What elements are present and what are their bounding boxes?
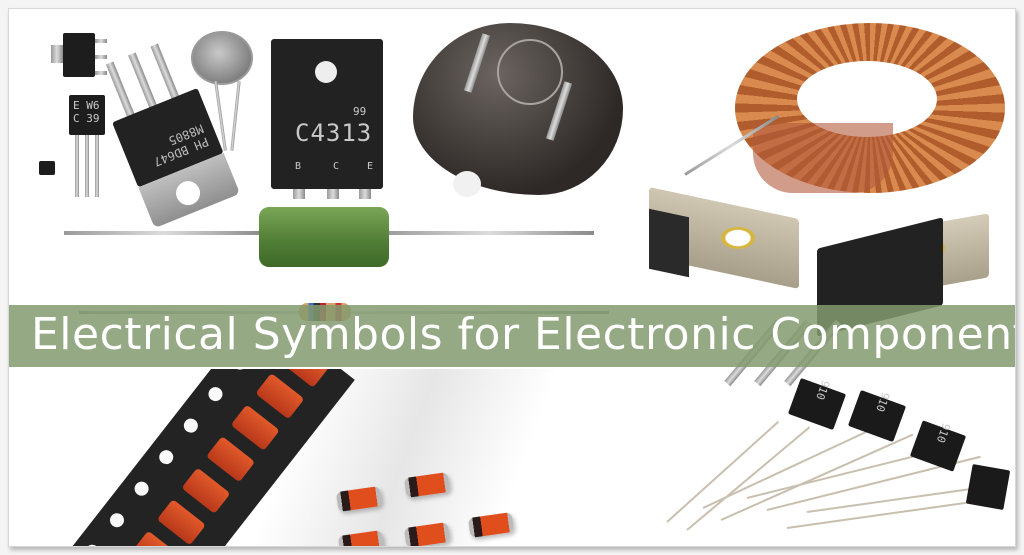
toroid-inductor-photo — [684, 23, 1005, 199]
sensor-label: 910 — [873, 390, 893, 414]
pin-b-label: B — [295, 161, 302, 172]
collage-frame: E W6 C 39 PH BD647 M8805 99 C4313 B — [8, 8, 1016, 547]
smd-diode-tape-photo — [9, 369, 649, 546]
banner-title: Electrical Symbols for Electronic Compon… — [31, 309, 1016, 360]
sot23-transistor — [39, 161, 55, 175]
title-banner — [9, 305, 1015, 367]
to220-packages-photo — [649, 187, 1009, 387]
pin-e-label: E — [367, 161, 374, 172]
sot223-transistor — [63, 33, 95, 77]
sensor-label: 910 — [933, 421, 953, 445]
pin-c-label: C — [333, 161, 340, 172]
to3-package-photo — [413, 23, 623, 197]
photo-sensor — [965, 464, 1011, 510]
photo-sensors-photo: 910 910 910 — [657, 369, 1011, 546]
to92-label-2: C 39 — [73, 112, 100, 125]
to92-label-1: E W6 — [73, 99, 100, 112]
to247-c4313-transistor: 99 C4313 B C E — [271, 39, 383, 189]
c4313-date-code: 99 — [353, 105, 367, 118]
sensor-label: 910 — [813, 378, 833, 402]
photo-sensor: 910 — [787, 377, 847, 431]
photo-sensor: 910 — [909, 420, 967, 472]
to92-transistor: E W6 C 39 — [69, 95, 105, 135]
transistor-group-photo: E W6 C 39 PH BD647 M8805 99 C4313 B — [29, 21, 429, 229]
c4313-label: C4313 — [295, 119, 373, 147]
to5-metal-can — [191, 31, 253, 85]
wirewound-resistor-photo — [64, 205, 594, 269]
